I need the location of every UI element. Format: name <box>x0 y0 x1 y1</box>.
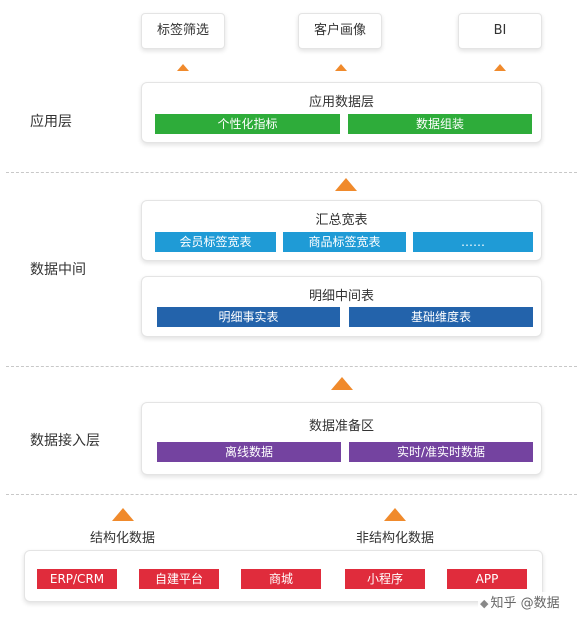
arrow-up-icon <box>335 64 347 71</box>
card-title: 明细中间表 <box>308 289 374 304</box>
personalized-metrics-block: 个性化指标 <box>155 114 340 134</box>
layer-divider <box>6 366 577 367</box>
layer-divider <box>6 494 577 495</box>
arrow-up-icon <box>177 64 189 71</box>
realtime-data-block: 实时/准实时数据 <box>349 442 533 462</box>
source-self-built-platform: 自建平台 <box>139 569 219 589</box>
more-tables-block: …… <box>413 232 533 252</box>
layer-label-middle: 数据中间 <box>30 262 86 278</box>
card-title: 数据准备区 <box>308 419 374 434</box>
output-tag-filter: 标签筛选 <box>141 13 225 49</box>
layer-label-application: 应用层 <box>30 114 72 130</box>
source-mini-program: 小程序 <box>345 569 425 589</box>
source-erp-crm: ERP/CRM <box>37 569 117 589</box>
output-bi: BI <box>458 13 542 49</box>
layer-label-access: 数据接入层 <box>30 433 100 449</box>
arrow-up-icon <box>335 178 357 191</box>
data-preparation-card: 数据准备区 离线数据 实时/准实时数据 <box>141 402 542 475</box>
structured-data-label: 结构化数据 <box>90 531 156 546</box>
data-assembly-block: 数据组装 <box>348 114 532 134</box>
chat-bubble-icon: ◆ <box>480 597 489 610</box>
card-title: 汇总宽表 <box>315 213 368 228</box>
product-tag-wide-table-block: 商品标签宽表 <box>283 232 406 252</box>
arrow-up-icon <box>494 64 506 71</box>
arrow-up-icon <box>112 508 134 521</box>
summary-wide-table-card: 汇总宽表 会员标签宽表 商品标签宽表 …… <box>141 200 542 261</box>
layer-divider <box>6 172 577 173</box>
arrow-up-icon <box>384 508 406 521</box>
detail-intermediate-table-card: 明细中间表 明细事实表 基础维度表 <box>141 276 542 337</box>
watermark: ◆知乎 @数据 <box>478 592 562 611</box>
offline-data-block: 离线数据 <box>157 442 341 462</box>
watermark-text: 知乎 @数据 <box>490 596 560 611</box>
unstructured-data-label: 非结构化数据 <box>356 531 435 546</box>
base-dimension-table-block: 基础维度表 <box>349 307 533 327</box>
output-customer-profile: 客户画像 <box>298 13 382 49</box>
data-sources-card: ERP/CRM 自建平台 商城 小程序 APP <box>24 550 543 602</box>
application-data-card: 应用数据层 个性化指标 数据组装 <box>141 82 542 143</box>
source-app: APP <box>447 569 527 589</box>
source-mall: 商城 <box>241 569 321 589</box>
arrow-up-icon <box>331 377 353 390</box>
detail-fact-table-block: 明细事实表 <box>157 307 340 327</box>
card-title: 应用数据层 <box>308 95 374 110</box>
member-tag-wide-table-block: 会员标签宽表 <box>155 232 276 252</box>
